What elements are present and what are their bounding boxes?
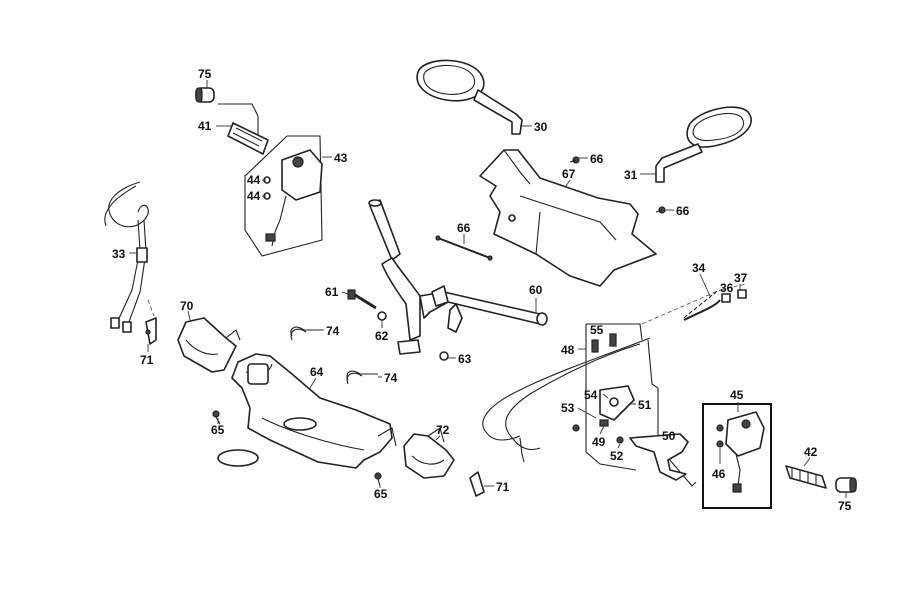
callout-74-b: 74: [384, 371, 398, 385]
right-switch-group: [702, 403, 772, 509]
clip-74-b: [346, 370, 378, 381]
callout-36: 36: [720, 281, 734, 295]
callout-34: 34: [692, 261, 706, 275]
clip-74-a: [290, 326, 322, 337]
left-switch-group: [195, 87, 323, 257]
callout-66-rod: 66: [457, 221, 471, 235]
screw-65-b: [374, 472, 382, 487]
brake-lever-group: [482, 283, 747, 487]
callout-41: 41: [198, 119, 212, 133]
mirror-right: [655, 106, 752, 183]
leader-lines: [129, 80, 847, 498]
rear-handlebar-cover: [479, 149, 657, 287]
callout-50: 50: [662, 429, 676, 443]
grip-right: [785, 465, 827, 489]
callout-31: 31: [624, 168, 638, 182]
callout-44-a: 44: [247, 173, 261, 187]
left-switch-housing: [281, 149, 323, 201]
nut-62: [377, 311, 387, 321]
callout-66-top: 66: [590, 152, 604, 166]
callout-75-left: 75: [198, 67, 212, 81]
callout-55: 55: [590, 323, 604, 337]
bar-end-weight-right: [835, 477, 857, 493]
callout-65-b: 65: [374, 487, 388, 501]
bolt-61: [347, 289, 377, 310]
callout-48: 48: [561, 343, 575, 357]
handlebar: [368, 199, 548, 355]
callout-51: 51: [638, 398, 652, 412]
callout-64: 64: [310, 365, 324, 379]
rod-66: [435, 235, 493, 261]
callout-52: 52: [610, 449, 624, 463]
callout-33: 33: [112, 247, 126, 261]
grip-left: [227, 122, 269, 155]
callout-45: 45: [730, 388, 744, 402]
screw-65-a: [212, 410, 221, 425]
callout-labels: 75 41 43 44 44 33 70 71 61 62 63 74 74 6…: [112, 67, 852, 513]
callout-67: 67: [562, 167, 576, 181]
front-handlebar-cover: [231, 353, 397, 469]
emblem-oval: [217, 449, 259, 467]
callout-43: 43: [334, 151, 348, 165]
bracket-bottom: [469, 471, 485, 497]
callout-65-a: 65: [211, 423, 225, 437]
handlebar-clamp: [397, 339, 421, 355]
screw-66-a: [569, 156, 580, 164]
callout-60: 60: [529, 283, 543, 297]
hand-guard-left: [177, 317, 241, 373]
bracket-left: [145, 317, 157, 345]
callout-66-right: 66: [676, 204, 690, 218]
callout-63: 63: [458, 352, 472, 366]
cable-adjuster: [721, 293, 731, 303]
callout-30: 30: [534, 120, 548, 134]
right-switch-housing: [725, 411, 765, 457]
mirror-left: [416, 59, 523, 135]
hand-guard-right: [403, 427, 455, 479]
callout-46: 46: [712, 467, 726, 481]
brake-lever: [629, 433, 689, 481]
callout-54: 54: [584, 388, 598, 402]
callout-44-b: 44: [247, 189, 261, 203]
callout-72: 72: [436, 423, 450, 437]
callout-53: 53: [561, 401, 575, 415]
callout-74-a: 74: [326, 324, 340, 338]
screw-66-b: [655, 206, 666, 214]
throttle-cable: [104, 181, 155, 333]
nut-63: [439, 351, 449, 361]
callout-42: 42: [804, 445, 818, 459]
callout-61: 61: [325, 285, 339, 299]
callout-71-left: 71: [140, 353, 154, 367]
right-switch-box: [702, 403, 772, 509]
callout-71-bottom: 71: [496, 480, 510, 494]
callout-49: 49: [592, 435, 606, 449]
callout-37: 37: [734, 271, 748, 285]
callout-62: 62: [375, 329, 389, 343]
callout-70: 70: [180, 299, 194, 313]
callout-75-right: 75: [838, 499, 852, 513]
